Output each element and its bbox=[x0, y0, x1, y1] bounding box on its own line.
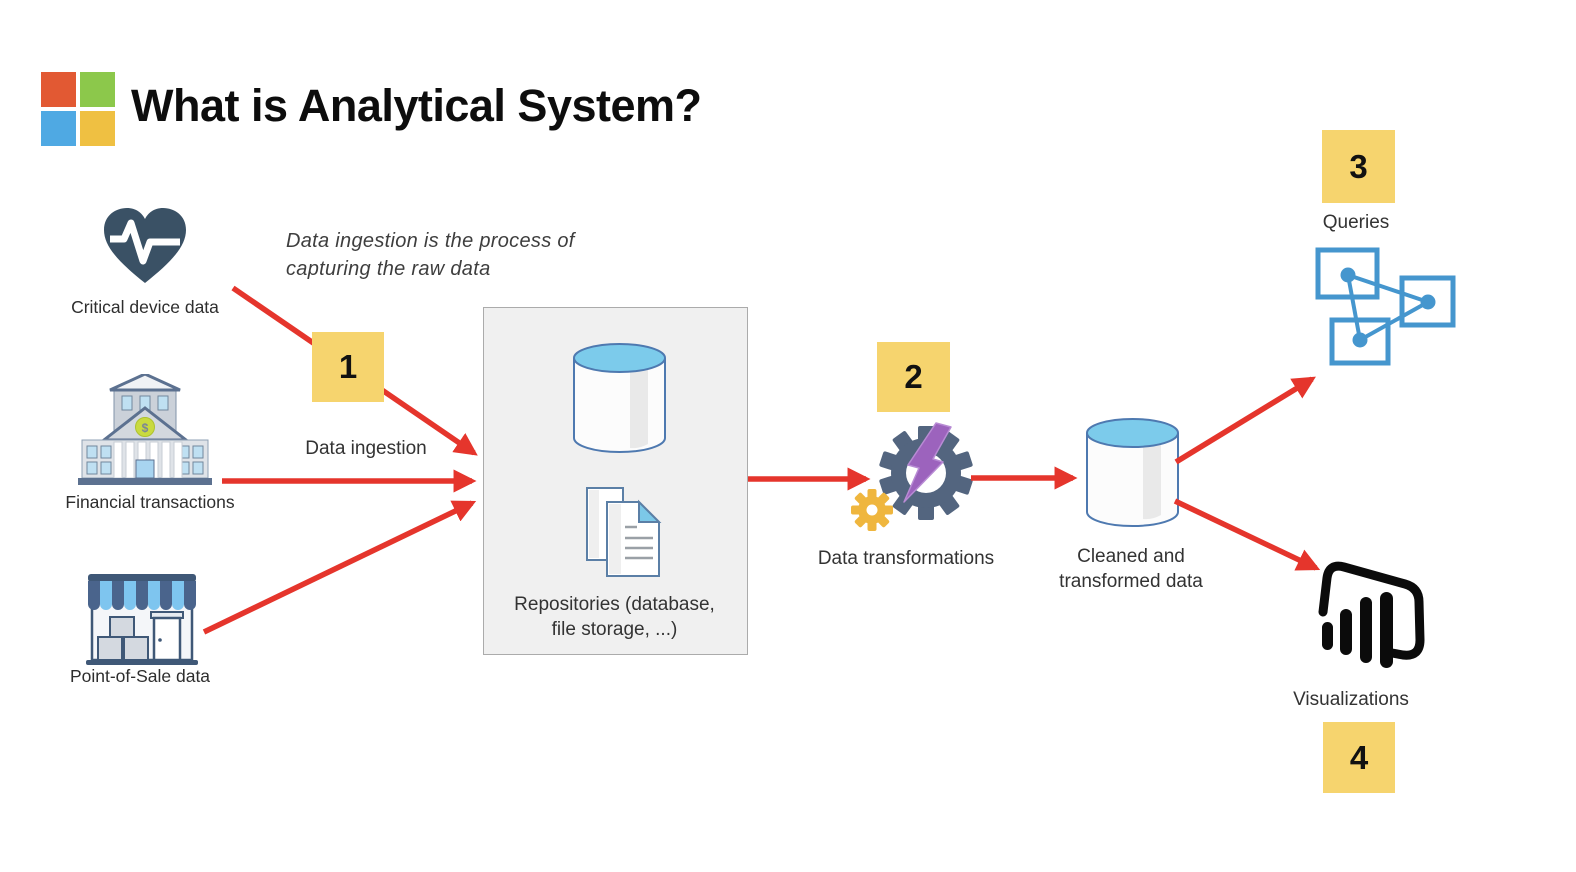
lightning-bolt-icon bbox=[903, 422, 952, 503]
queries-network-icon bbox=[1315, 247, 1456, 366]
store-icon bbox=[86, 574, 198, 665]
visualizations-label: Visualizations bbox=[1293, 689, 1409, 710]
logo-square-blue bbox=[41, 111, 76, 146]
step-badge-1: 1 bbox=[312, 332, 384, 402]
annotation-line1: Data ingestion is the process of bbox=[286, 230, 575, 252]
cleaned-data-label-line2: transformed data bbox=[1059, 571, 1203, 592]
documents-icon bbox=[586, 487, 662, 577]
source-label-financial-transactions: Financial transactions bbox=[65, 492, 235, 512]
power-bi-icon bbox=[1318, 561, 1425, 668]
logo-square-green bbox=[80, 72, 115, 107]
repositories-label: Repositories (database, file storage, ..… bbox=[483, 592, 746, 642]
page-title: What is Analytical System? bbox=[131, 80, 702, 131]
repositories-label-line1: Repositories (database, bbox=[514, 594, 715, 615]
svg-text:$: $ bbox=[142, 421, 149, 435]
arrow-pos-to-repo bbox=[202, 500, 477, 635]
annotation-note: Data ingestion is the process of capturi… bbox=[286, 227, 575, 283]
microsoft-logo-icon bbox=[41, 72, 115, 146]
repositories-label-line2: file storage, ...) bbox=[551, 619, 678, 640]
arrow-cleaned-to-queries bbox=[1174, 376, 1316, 465]
cleaned-data-label: Cleaned and transformed data bbox=[1031, 544, 1231, 594]
transformation-gears-icon bbox=[851, 422, 973, 531]
step-badge-4: 4 bbox=[1323, 722, 1395, 793]
cleaned-data-cylinder-icon bbox=[1086, 418, 1179, 527]
logo-square-gold bbox=[80, 111, 115, 146]
logo-square-red bbox=[41, 72, 76, 107]
source-label-critical-device-data: Critical device data bbox=[71, 297, 219, 317]
step-badge-2: 2 bbox=[877, 342, 950, 412]
data-transformations-label: Data transformations bbox=[817, 548, 995, 569]
data-ingestion-label: Data ingestion bbox=[305, 438, 427, 459]
heart-pulse-icon bbox=[104, 208, 186, 283]
annotation-line2: capturing the raw data bbox=[286, 258, 491, 280]
step-badge-3: 3 bbox=[1322, 130, 1395, 203]
bank-icon: $ bbox=[78, 374, 212, 485]
cleaned-data-label-line1: Cleaned and bbox=[1077, 546, 1185, 567]
source-label-point-of-sale-data: Point-of-Sale data bbox=[69, 666, 211, 686]
queries-label: Queries bbox=[1322, 212, 1390, 233]
database-cylinder-icon bbox=[573, 343, 666, 453]
